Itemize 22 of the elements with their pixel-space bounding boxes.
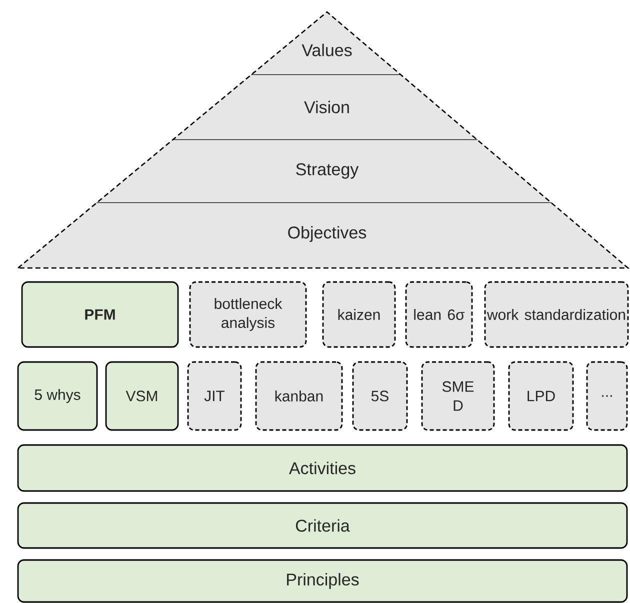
method-box: PFM (21, 281, 179, 348)
layer-bar: Criteria (17, 502, 628, 549)
layer-bar: Principles (17, 559, 628, 603)
method-box: 5S (352, 361, 408, 431)
method-box: ... (586, 361, 628, 431)
method-box: kaizen (322, 281, 396, 348)
method-box: lean 6σ (405, 281, 473, 348)
method-box: JIT (187, 361, 242, 431)
method-box: LPD (508, 361, 574, 431)
method-box: kanban (255, 361, 343, 431)
method-box: bottleneck analysis (189, 281, 307, 348)
pyramid-band: Values (251, 12, 402, 76)
node-label: Strategy (296, 163, 359, 179)
node-label: Vision (304, 100, 349, 114)
method-box: work standardization (484, 281, 629, 348)
node-label: Objectives (288, 226, 366, 242)
pyramid-band: Objectives (18, 203, 628, 268)
layer-bar: Activities (17, 444, 628, 492)
method-box: 5 whys (17, 361, 98, 431)
method-box: VSM (105, 361, 179, 431)
pyramid-band: Strategy (96, 140, 552, 204)
method-box: SME D (421, 361, 495, 431)
